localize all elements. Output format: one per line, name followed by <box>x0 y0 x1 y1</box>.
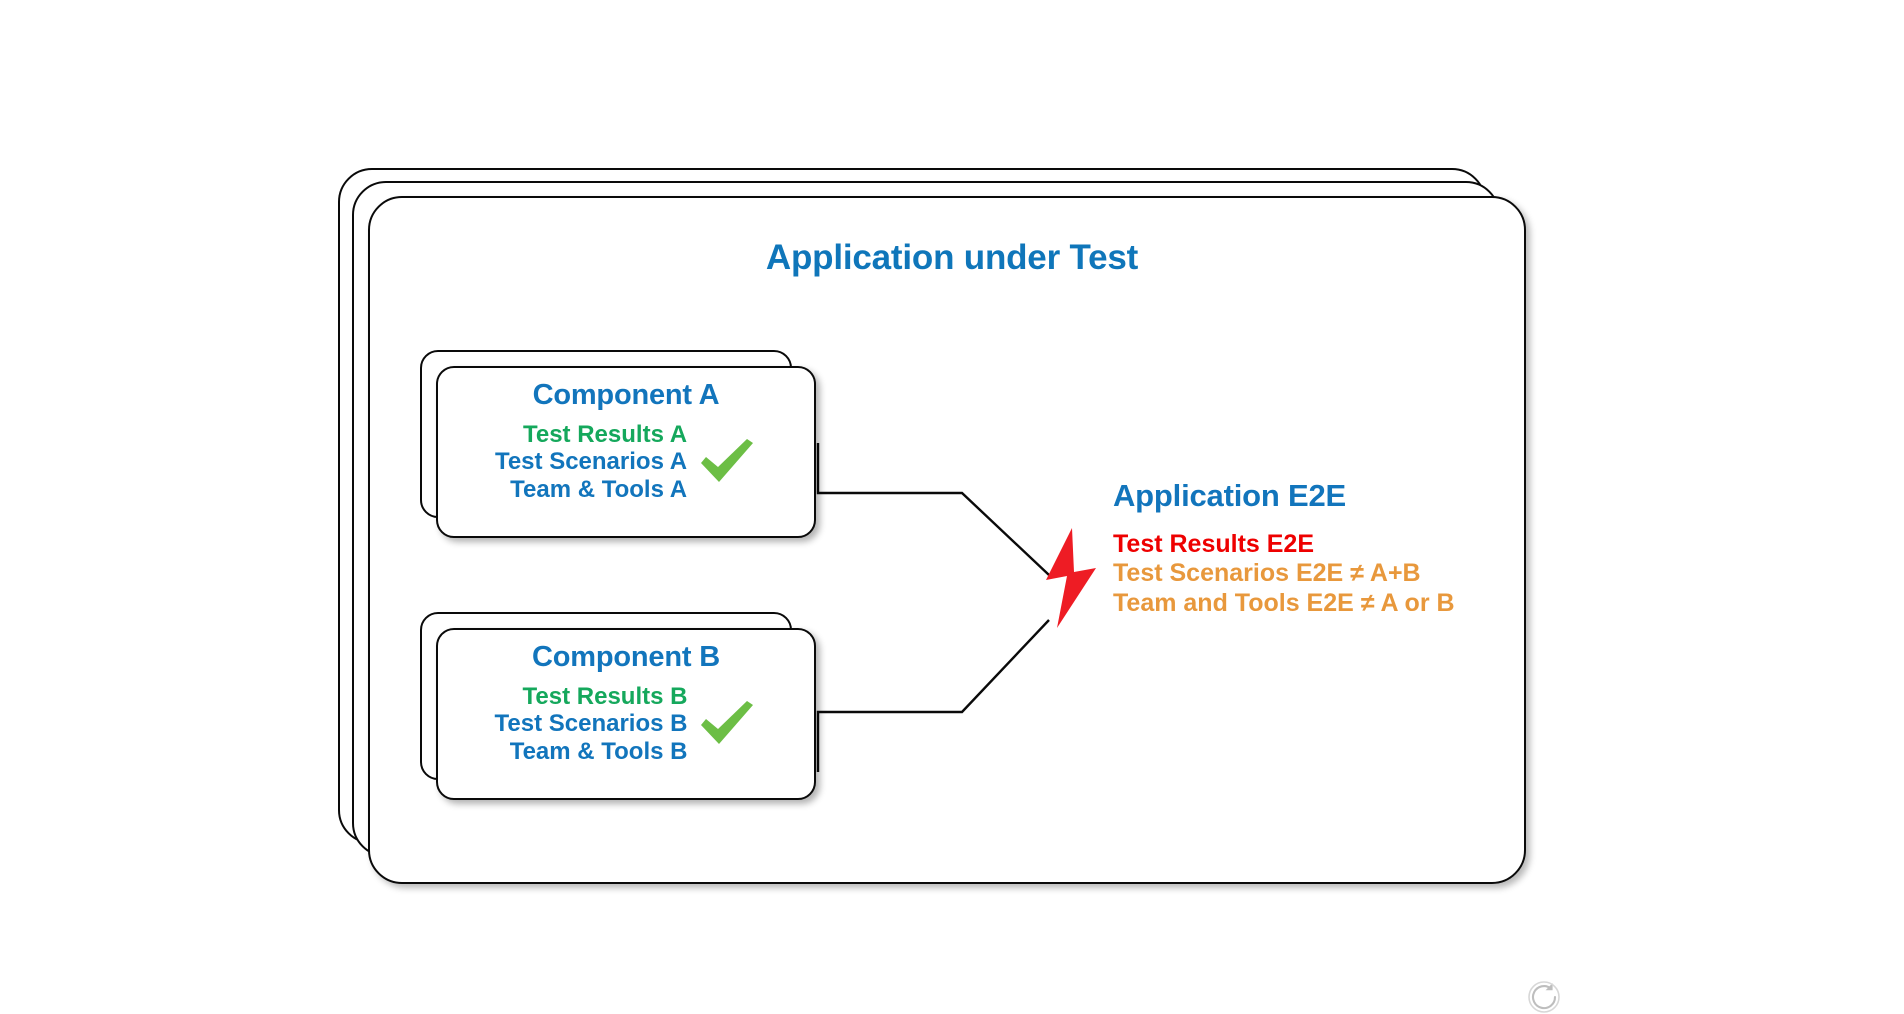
component-a-body: Test Results A Test Scenarios A Team & T… <box>438 421 814 503</box>
component-a-title: Component A <box>532 379 720 411</box>
component-a-test-results: Test Results A <box>522 421 688 448</box>
lightning-bolt-icon <box>1046 528 1096 628</box>
refresh-icon[interactable] <box>1527 980 1561 1014</box>
application-e2e-block: Application E2E Test Results E2E Test Sc… <box>1113 478 1543 618</box>
component-b-body: Test Results B Test Scenarios B Team & T… <box>438 683 814 765</box>
component-a-stack-layer-front: Component A Test Results A Test Scenario… <box>436 366 816 538</box>
component-b-title: Component B <box>532 641 720 673</box>
e2e-team-and-tools: Team and Tools E2E ≠ A or B <box>1113 588 1455 617</box>
component-a-card[interactable]: Component A Test Results A Test Scenario… <box>420 350 820 538</box>
application-e2e-title: Application E2E <box>1113 478 1346 513</box>
e2e-test-scenarios: Test Scenarios E2E ≠ A+B <box>1113 559 1421 588</box>
component-b-stack-layer-front: Component B Test Results B Test Scenario… <box>436 628 816 800</box>
page-title: Application under Test <box>765 238 1139 277</box>
component-a-lines: Test Results A Test Scenarios A Team & T… <box>495 421 691 503</box>
check-icon <box>701 701 754 745</box>
component-a-test-scenarios: Test Scenarios A <box>494 448 688 476</box>
application-e2e-lines: Test Results E2E Test Scenarios E2E ≠ A+… <box>1113 530 1543 618</box>
component-a-team-and-tools: Team & Tools A <box>510 475 688 503</box>
e2e-test-results: Test Results E2E <box>1113 530 1315 558</box>
component-b-lines: Test Results B Test Scenarios B Team & T… <box>495 683 692 765</box>
component-b-card[interactable]: Component B Test Results B Test Scenario… <box>420 612 820 800</box>
component-b-test-scenarios: Test Scenarios B <box>494 710 688 738</box>
component-b-team-and-tools: Team & Tools B <box>509 737 688 765</box>
component-b-test-results: Test Results B <box>522 683 688 710</box>
check-icon <box>701 439 754 483</box>
